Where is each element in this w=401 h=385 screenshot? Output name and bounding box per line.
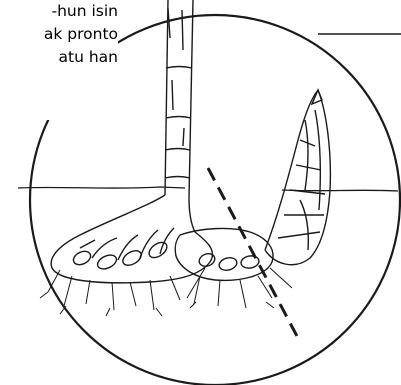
caption-line-1: -hun isin bbox=[0, 0, 118, 23]
caption-line-3: atu han bbox=[0, 46, 118, 69]
caption-text: -hun isin ak pronto atu han bbox=[0, 0, 118, 120]
caption-line-2: ak pronto bbox=[0, 23, 118, 46]
